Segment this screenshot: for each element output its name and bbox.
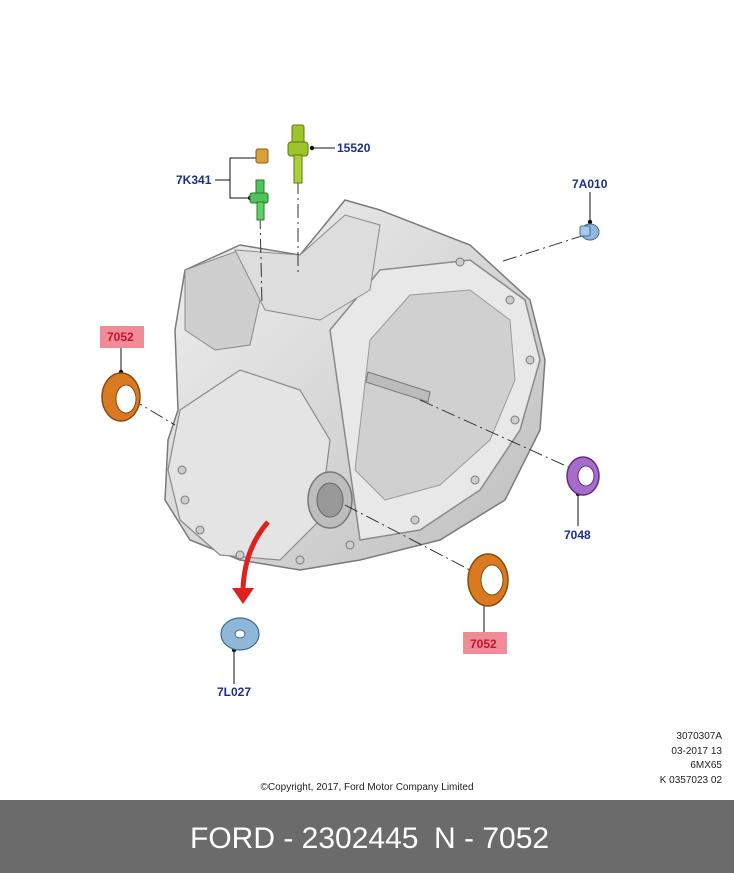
drawing-code: K 0357023 02 [659,774,722,786]
callout-7052-left-highlight [100,326,144,348]
callout-7052-right-highlight [463,632,507,654]
sensor-7k341 [249,179,269,221]
drain-arrow-icon [232,520,270,604]
plug-7a010 [579,223,600,241]
oil-seal-7052-right [467,553,509,607]
copyright-notice: ©Copyright, 2017, Ford Motor Company Lim… [260,782,474,793]
sensor-cap-7k341 [255,148,269,164]
footer-bar: FORD - 2302445 N - 7052 [0,800,734,873]
speed-sensor-15520 [287,124,309,184]
callout-7k341[interactable]: 7K341 [176,173,212,187]
drawing-id: 3070307A [676,731,722,742]
washer-7l027 [220,617,260,651]
drawing-metadata: 3070307A 03-2017 13 6MX65 K 0357023 02 [660,730,722,788]
callout-15520[interactable]: 15520 [337,141,371,155]
transmission-exploded-diagram: 15520 7K341 7A010 7052 7048 7052 7L027 [100,124,608,699]
callout-7052-right[interactable]: 7052 [470,637,497,651]
callout-7a010[interactable]: 7A010 [572,177,608,191]
footer-part-number: FORD - 2302445 [190,822,419,855]
callout-7l027[interactable]: 7L027 [217,685,251,699]
callout-7048[interactable]: 7048 [564,528,591,542]
callout-leaders [120,147,591,684]
drawing-model: 6MX65 [690,760,722,771]
transmission-housing [164,199,546,571]
seal-7048 [566,456,600,496]
oil-seal-7052-left [101,372,141,422]
drawing-date: 03-2017 13 [671,745,722,757]
footer-reference-number: N - 7052 [434,822,550,855]
callout-7052-left[interactable]: 7052 [107,330,134,344]
